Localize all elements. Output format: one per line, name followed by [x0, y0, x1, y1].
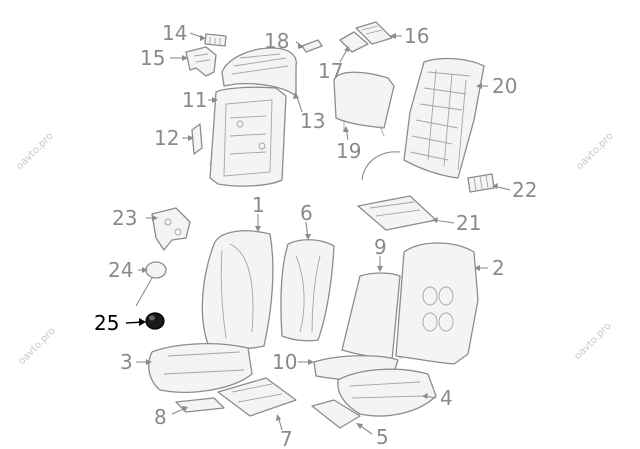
label-11: 11	[182, 88, 207, 112]
part-25-knob	[145, 312, 165, 330]
label-22: 22	[512, 178, 537, 202]
part-5-pad	[311, 399, 361, 429]
label-18: 18	[264, 29, 289, 53]
label-9: 9	[374, 235, 387, 259]
label-13: 13	[300, 109, 325, 133]
label-15: 15	[140, 46, 165, 70]
part-14-clip	[204, 33, 227, 47]
part-3-seat-cushion	[148, 342, 253, 393]
part-8-strip	[175, 397, 225, 413]
watermark-bottom-right: oavto.pro	[572, 321, 613, 362]
part-15-bracket	[185, 46, 217, 77]
label-21: 21	[456, 211, 481, 235]
part-18-clip	[301, 39, 323, 53]
part-11-backrest-frame	[209, 86, 287, 187]
label-3: 3	[120, 350, 133, 374]
part-19-lumbar-panel	[333, 71, 395, 137]
label-17: 17	[318, 59, 343, 83]
part-6-backrest-pad	[280, 239, 335, 342]
label-4: 4	[440, 386, 453, 410]
label-1: 1	[252, 193, 265, 217]
label-5: 5	[376, 425, 389, 449]
part-13-headrest-cover	[221, 47, 297, 97]
part-9-back-panel	[341, 272, 401, 361]
label-16: 16	[404, 24, 429, 48]
watermark-top-right: oavto.pro	[574, 131, 615, 172]
part-21-panel	[357, 195, 437, 231]
watermark-top-left: oavto.pro	[14, 131, 55, 172]
part-4-seat-frame	[337, 368, 437, 417]
part-16-switch	[355, 21, 393, 45]
watermark-bottom-left: oavto.pro	[16, 326, 57, 367]
part-24-clip	[135, 261, 167, 307]
label-19: 19	[336, 139, 361, 163]
part-7-seat-panel	[217, 377, 297, 417]
label-25: 25	[94, 311, 119, 335]
part-23-bracket	[151, 207, 191, 251]
part-2-backrest-shell	[395, 242, 479, 365]
part-12-strip	[191, 123, 203, 155]
label-8: 8	[154, 405, 167, 429]
label-10: 10	[272, 350, 297, 374]
leader-lines	[125, 32, 511, 435]
part-20-massage-pad	[361, 57, 485, 181]
label-14: 14	[162, 21, 187, 45]
label-12: 12	[154, 126, 179, 150]
label-7: 7	[280, 427, 293, 449]
label-23: 23	[112, 206, 137, 230]
label-20: 20	[492, 74, 517, 98]
part-1-backrest-cushion	[201, 230, 274, 350]
label-6: 6	[300, 201, 313, 225]
label-24: 24	[108, 258, 133, 282]
part-22-motor	[467, 173, 495, 193]
label-2: 2	[492, 256, 505, 280]
